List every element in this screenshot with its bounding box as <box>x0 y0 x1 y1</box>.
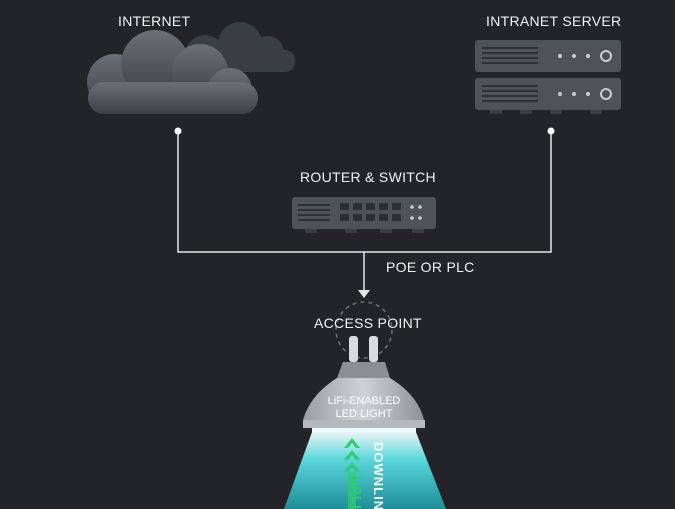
access-point-label: ACCESS POINT <box>314 315 422 331</box>
uplink-arrow-icon <box>344 438 360 509</box>
light-beam <box>284 432 446 509</box>
intranet-connector <box>547 127 555 135</box>
internet-connector <box>174 127 182 135</box>
lamp-label-line1: LiFi-ENABLED <box>328 395 401 407</box>
lamp-label-line2: LED LIGHT <box>336 408 393 420</box>
connection-lines <box>177 131 552 292</box>
cloud-icon <box>87 22 295 114</box>
connection-label: POE OR PLC <box>386 259 475 275</box>
down-arrow-icon <box>358 290 370 298</box>
downlink-label: DOWNLINK <box>371 442 386 509</box>
led-bulb-icon <box>303 336 425 432</box>
router-icon <box>292 197 436 233</box>
uplink-label: UPLINK <box>349 476 364 509</box>
server-icon <box>475 40 621 114</box>
router-switch-label: ROUTER & SWITCH <box>300 169 436 185</box>
intranet-server-label: INTRANET SERVER <box>486 13 622 29</box>
access-point-ring <box>335 301 393 359</box>
internet-label: INTERNET <box>118 13 191 29</box>
